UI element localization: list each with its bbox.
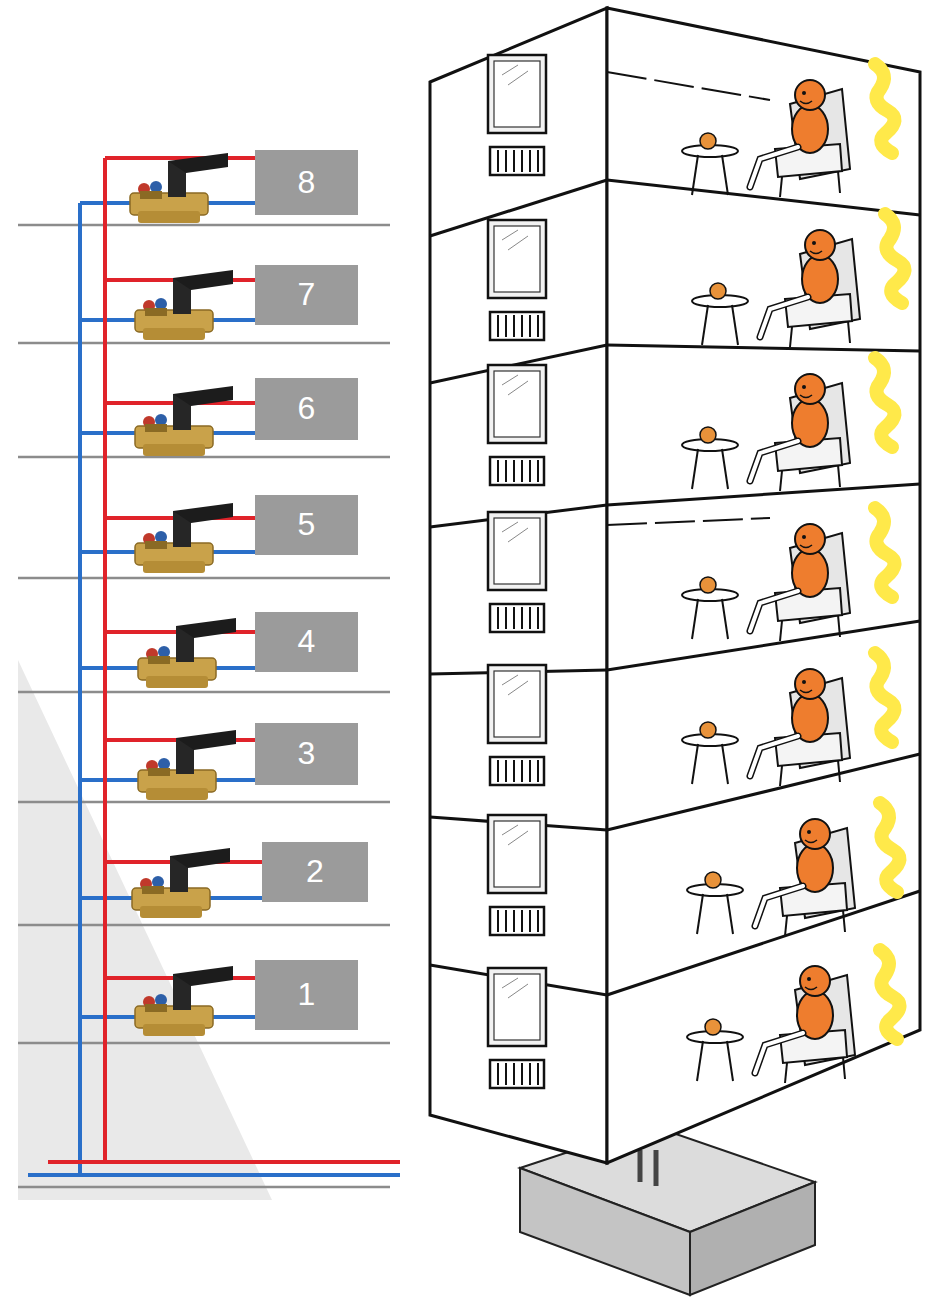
floor-number: 8 bbox=[298, 165, 316, 200]
floor-box: 8 bbox=[255, 150, 358, 215]
floor-box: 4 bbox=[255, 612, 358, 672]
floor-box: 3 bbox=[255, 723, 358, 785]
floor-number: 6 bbox=[298, 391, 316, 426]
floor-box: 7 bbox=[255, 265, 358, 325]
floor-box: 6 bbox=[255, 378, 358, 440]
floor-number: 5 bbox=[298, 507, 316, 542]
floor-box: 2 bbox=[262, 842, 368, 902]
floor-number: 4 bbox=[298, 624, 316, 659]
floor-number: 7 bbox=[298, 277, 316, 312]
floor-number: 1 bbox=[298, 977, 316, 1012]
floor-number: 3 bbox=[298, 736, 316, 771]
floor-box: 5 bbox=[255, 495, 358, 555]
floor-box: 1 bbox=[255, 960, 358, 1030]
floor-number: 2 bbox=[306, 854, 324, 889]
